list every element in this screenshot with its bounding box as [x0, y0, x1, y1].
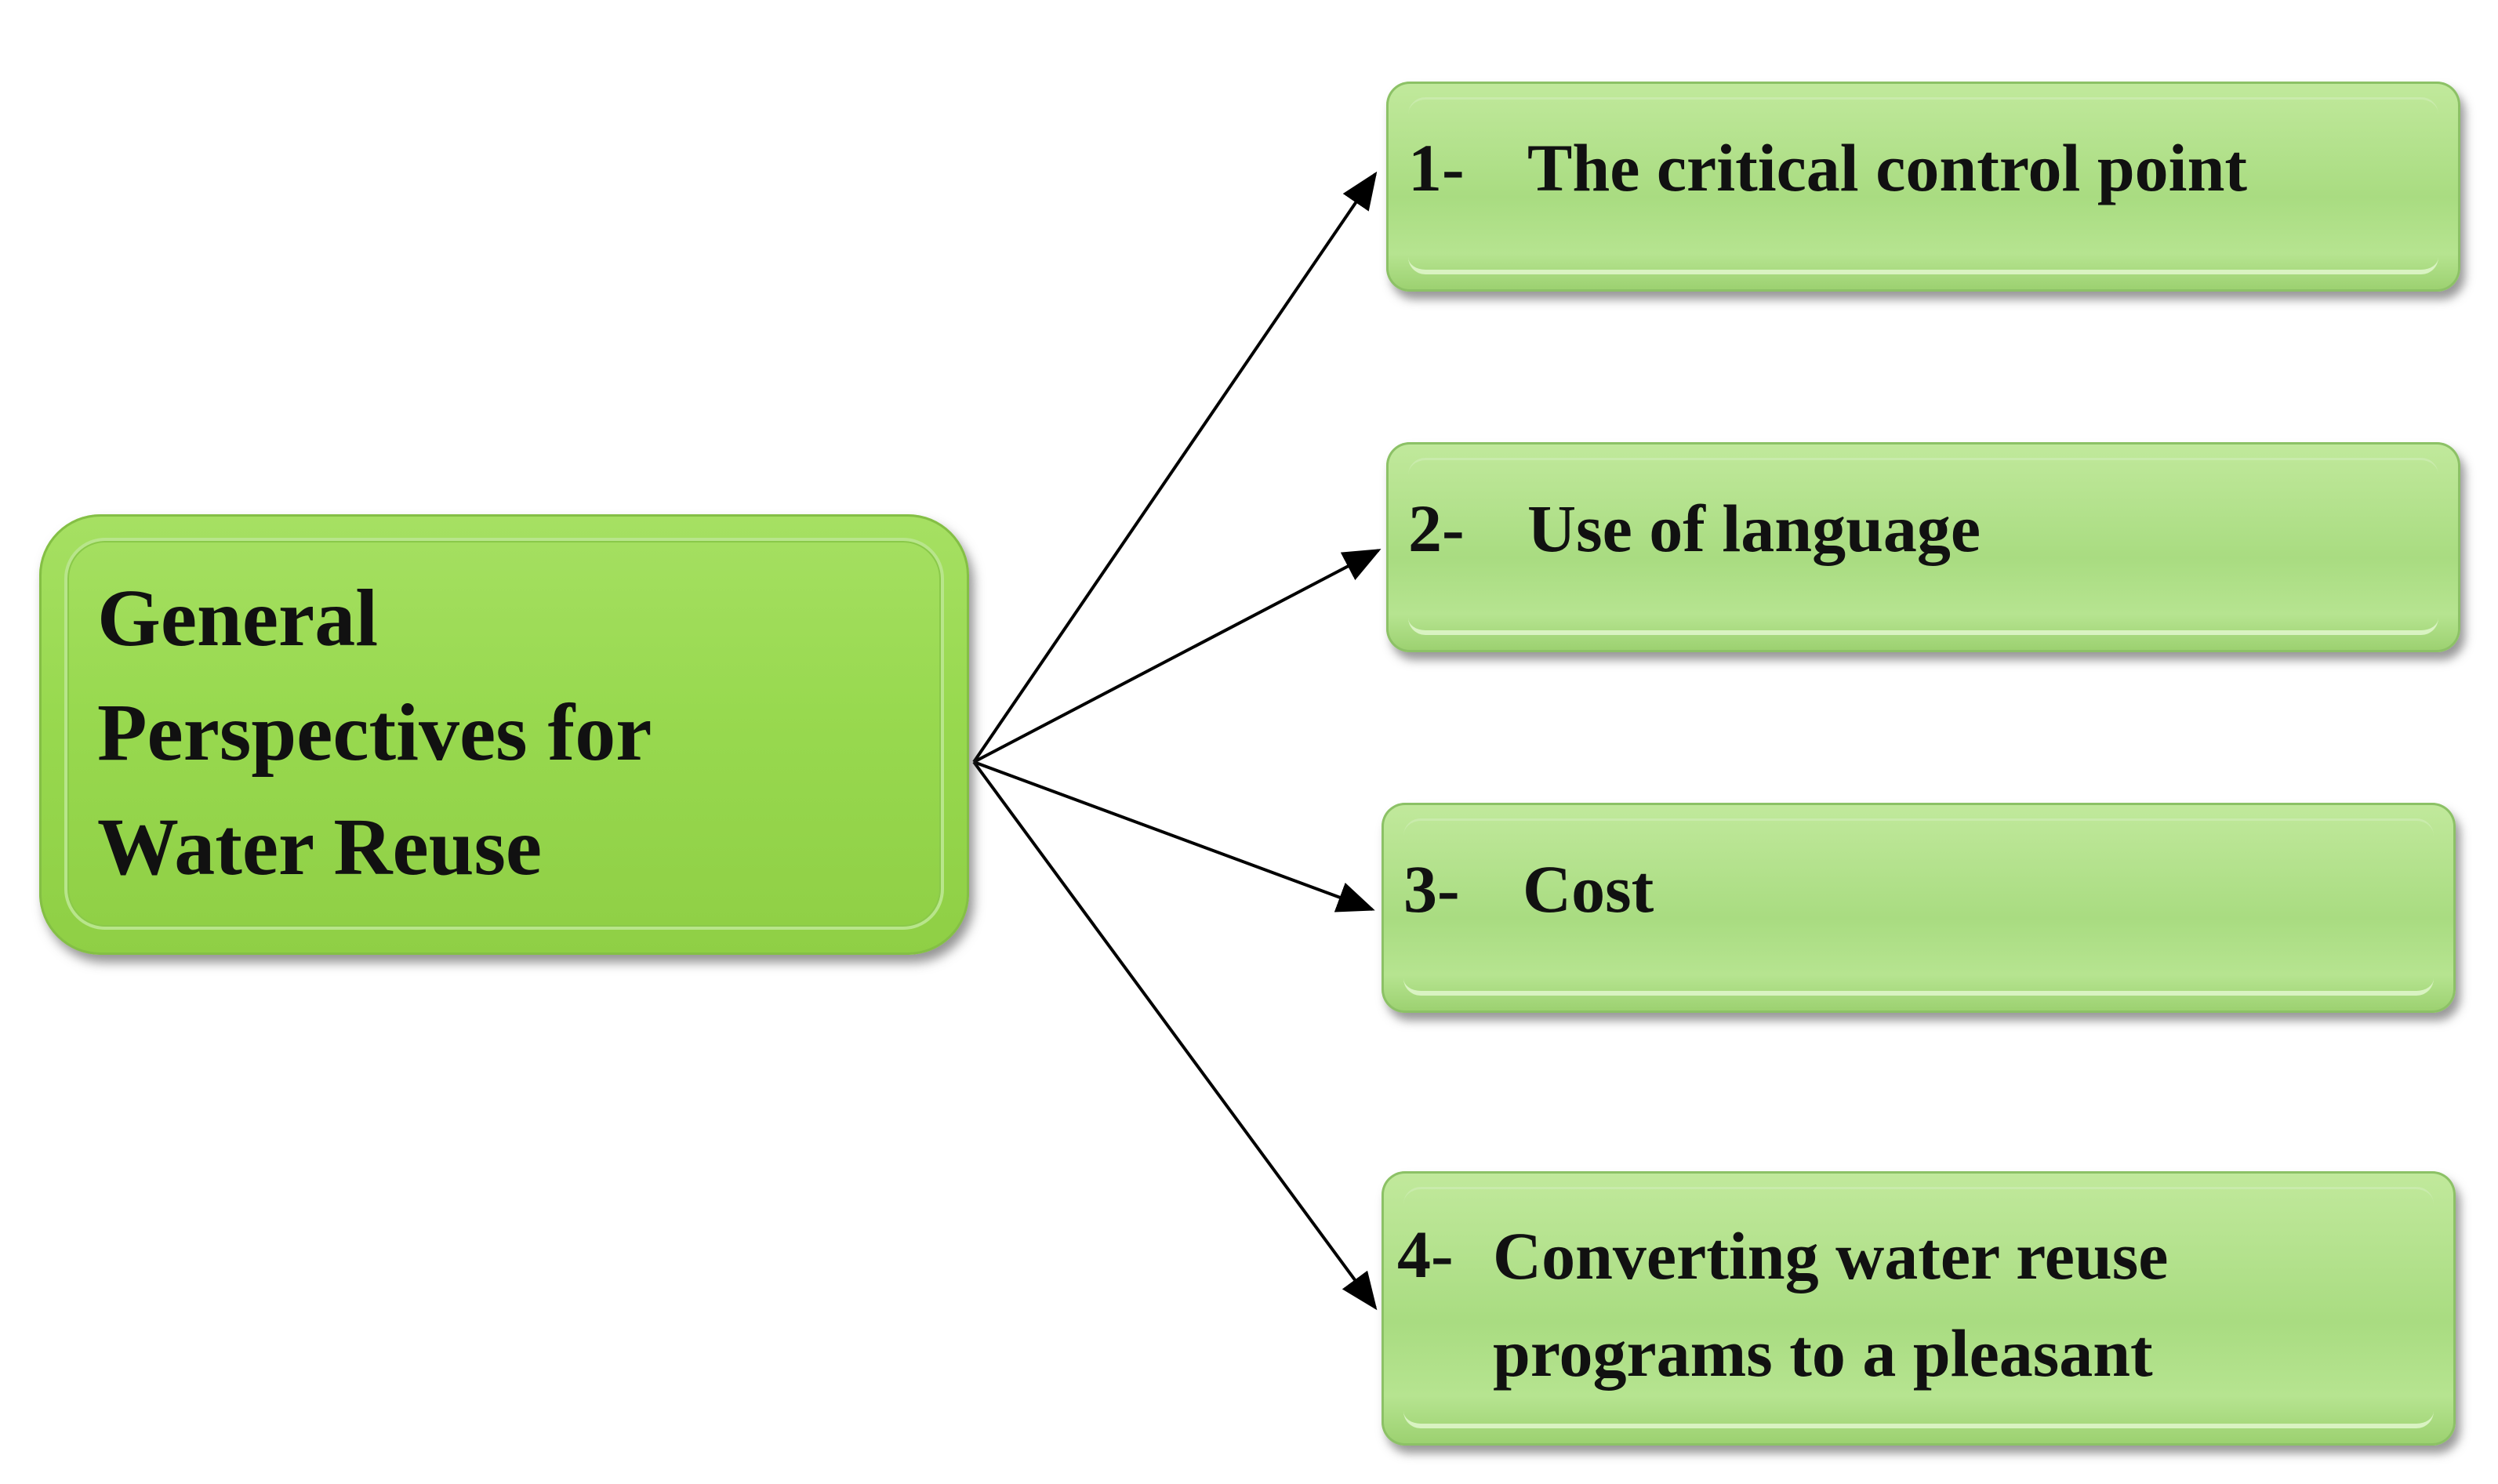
arrow-to-item-1	[972, 171, 1378, 764]
main-node: General Perspectives for Water Reuse	[39, 514, 969, 955]
arrow-to-item-4	[972, 760, 1378, 1311]
item-node-1: 1- The critical control point	[1386, 82, 2460, 292]
main-node-label: General Perspectives for Water Reuse	[97, 573, 652, 892]
item-number: 2-	[1408, 491, 1465, 566]
arrow-to-item-2	[973, 549, 1382, 764]
item-text: Converting water reuse programs to a ple…	[1493, 1218, 2169, 1391]
item-text: Use of language	[1527, 491, 1981, 566]
item-node-4: 4- Converting water reuse programs to a …	[1382, 1171, 2456, 1446]
item-text: Cost	[1523, 851, 1654, 927]
item-node-2-highlight	[1408, 458, 2438, 635]
arrow-to-item-3	[973, 760, 1375, 913]
item-node-3-highlight	[1403, 818, 2434, 996]
item-node-4-highlight	[1403, 1187, 2434, 1428]
item-node-2: 2- Use of language	[1386, 442, 2460, 652]
item-node-1-highlight	[1408, 97, 2438, 274]
item-number: 1-	[1408, 130, 1465, 205]
main-node-inner-border	[64, 538, 944, 930]
item-number: 3-	[1403, 851, 1460, 927]
item-node-3: 3- Cost	[1382, 803, 2456, 1013]
item-number: 4-	[1397, 1217, 1454, 1292]
item-text: The critical control point	[1527, 130, 2248, 205]
